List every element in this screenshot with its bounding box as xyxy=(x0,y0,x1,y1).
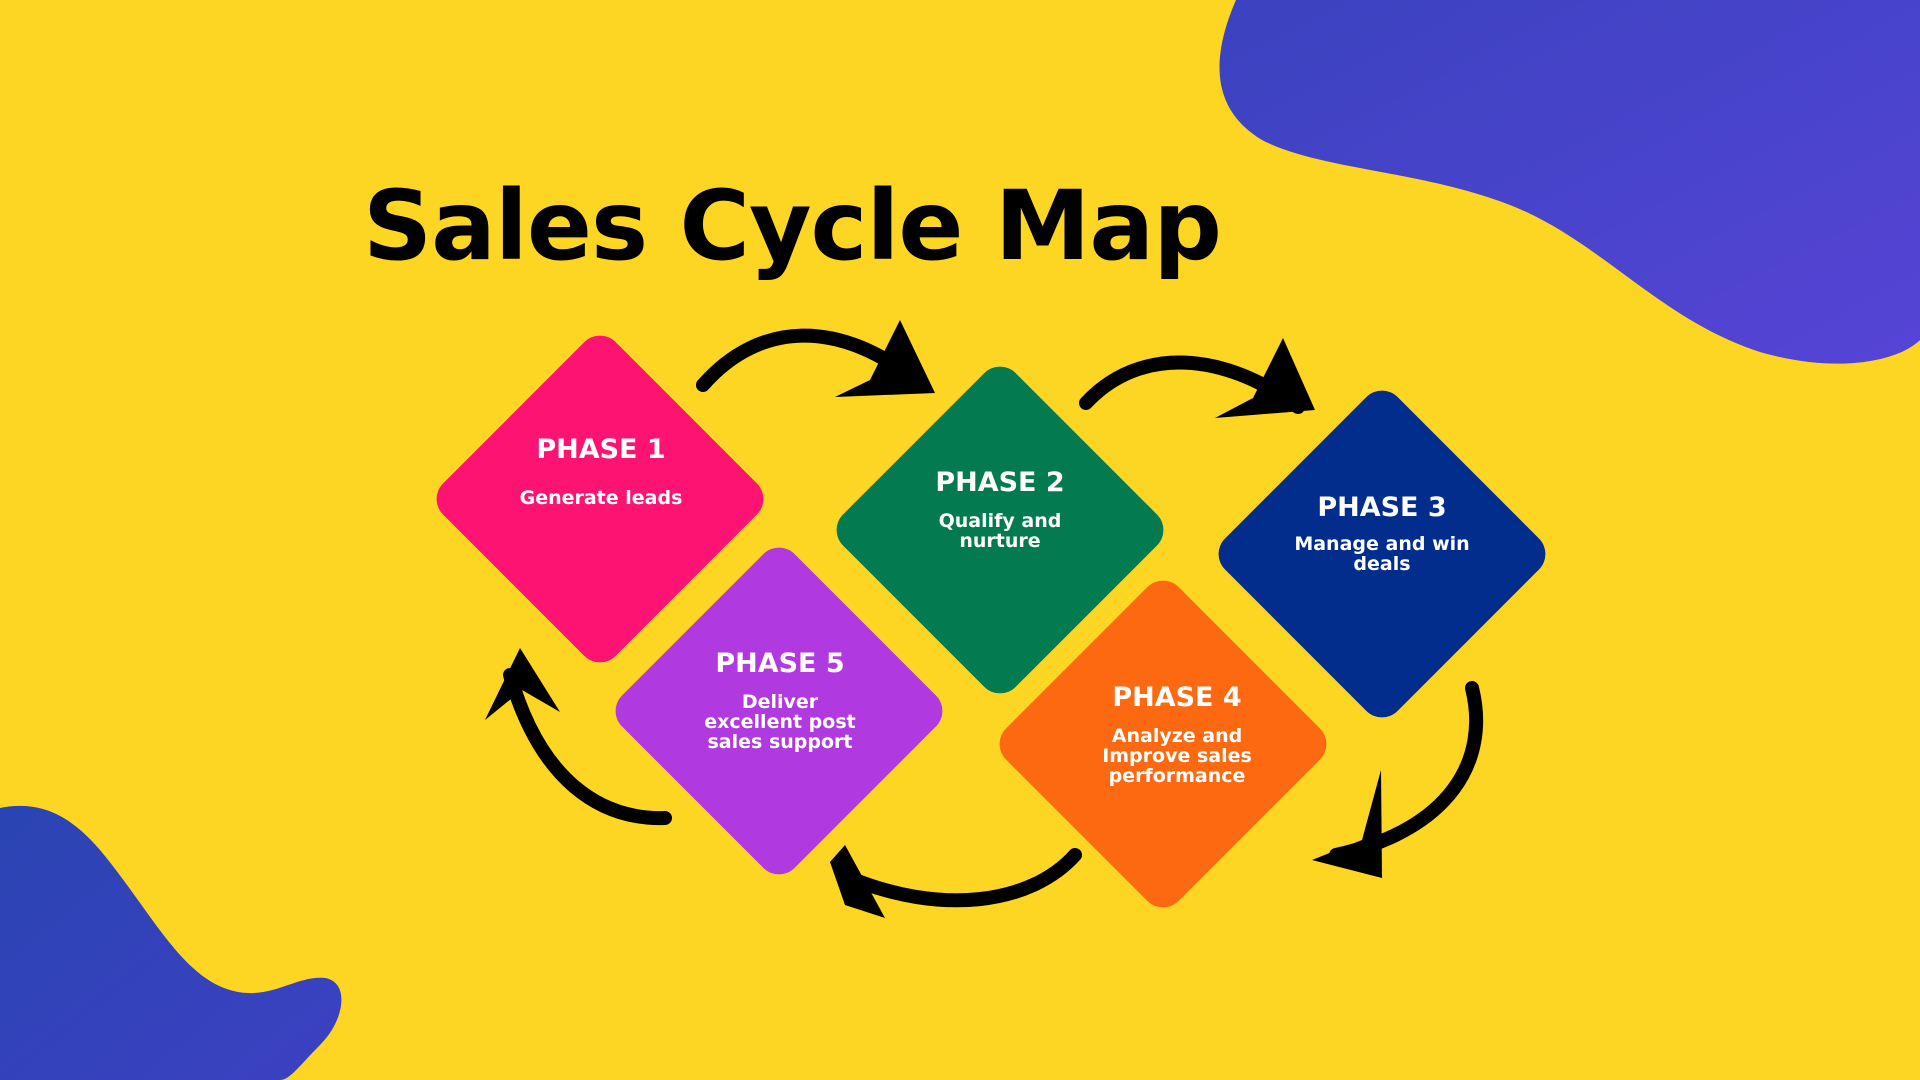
phase-2-title: PHASE 2 xyxy=(935,467,1065,498)
phase-2-label-group: PHASE 2 Qualify and nurture xyxy=(890,467,1110,551)
phase-3-title: PHASE 3 xyxy=(1317,492,1447,523)
arrowhead-phase4 xyxy=(1312,770,1382,878)
phase-2-description: Qualify and nurture xyxy=(938,510,1062,552)
arrow-phase5-to-phase1 xyxy=(503,668,672,826)
phase-3-description: Manage and win deals xyxy=(1294,533,1470,575)
arrowhead-phase1 xyxy=(485,648,560,720)
phase-3-label-group: PHASE 3 Manage and win deals xyxy=(1272,492,1492,574)
phase-4-title: PHASE 4 xyxy=(1112,682,1242,713)
arrow-phase3-to-phase4 xyxy=(1329,681,1484,862)
phase-1-label-group: PHASE 1 Generate leads xyxy=(491,434,711,508)
phase-5-title: PHASE 5 xyxy=(715,648,845,679)
decorative-blob-top-right xyxy=(1219,0,1920,364)
phase-4-label-group: PHASE 4 Analyze and Improve sales perfor… xyxy=(1067,682,1287,786)
arrowhead-phase2 xyxy=(835,320,935,397)
arrow-phase4-to-phase5 xyxy=(843,848,1082,908)
arrowhead-phase3 xyxy=(1215,338,1315,418)
phase-5-description: Deliver excellent post sales support xyxy=(704,691,856,753)
phase-1-title: PHASE 1 xyxy=(536,434,666,465)
decorative-blob-bottom-left xyxy=(0,805,342,1080)
phase-4-description: Analyze and Improve sales performance xyxy=(1102,725,1252,787)
page-title: Sales Cycle Map xyxy=(363,170,1222,282)
phase-1-description: Generate leads xyxy=(519,487,683,509)
arrowhead-phase5 xyxy=(830,845,885,918)
phase-5-label-group: PHASE 5 Deliver excellent post sales sup… xyxy=(670,648,890,752)
